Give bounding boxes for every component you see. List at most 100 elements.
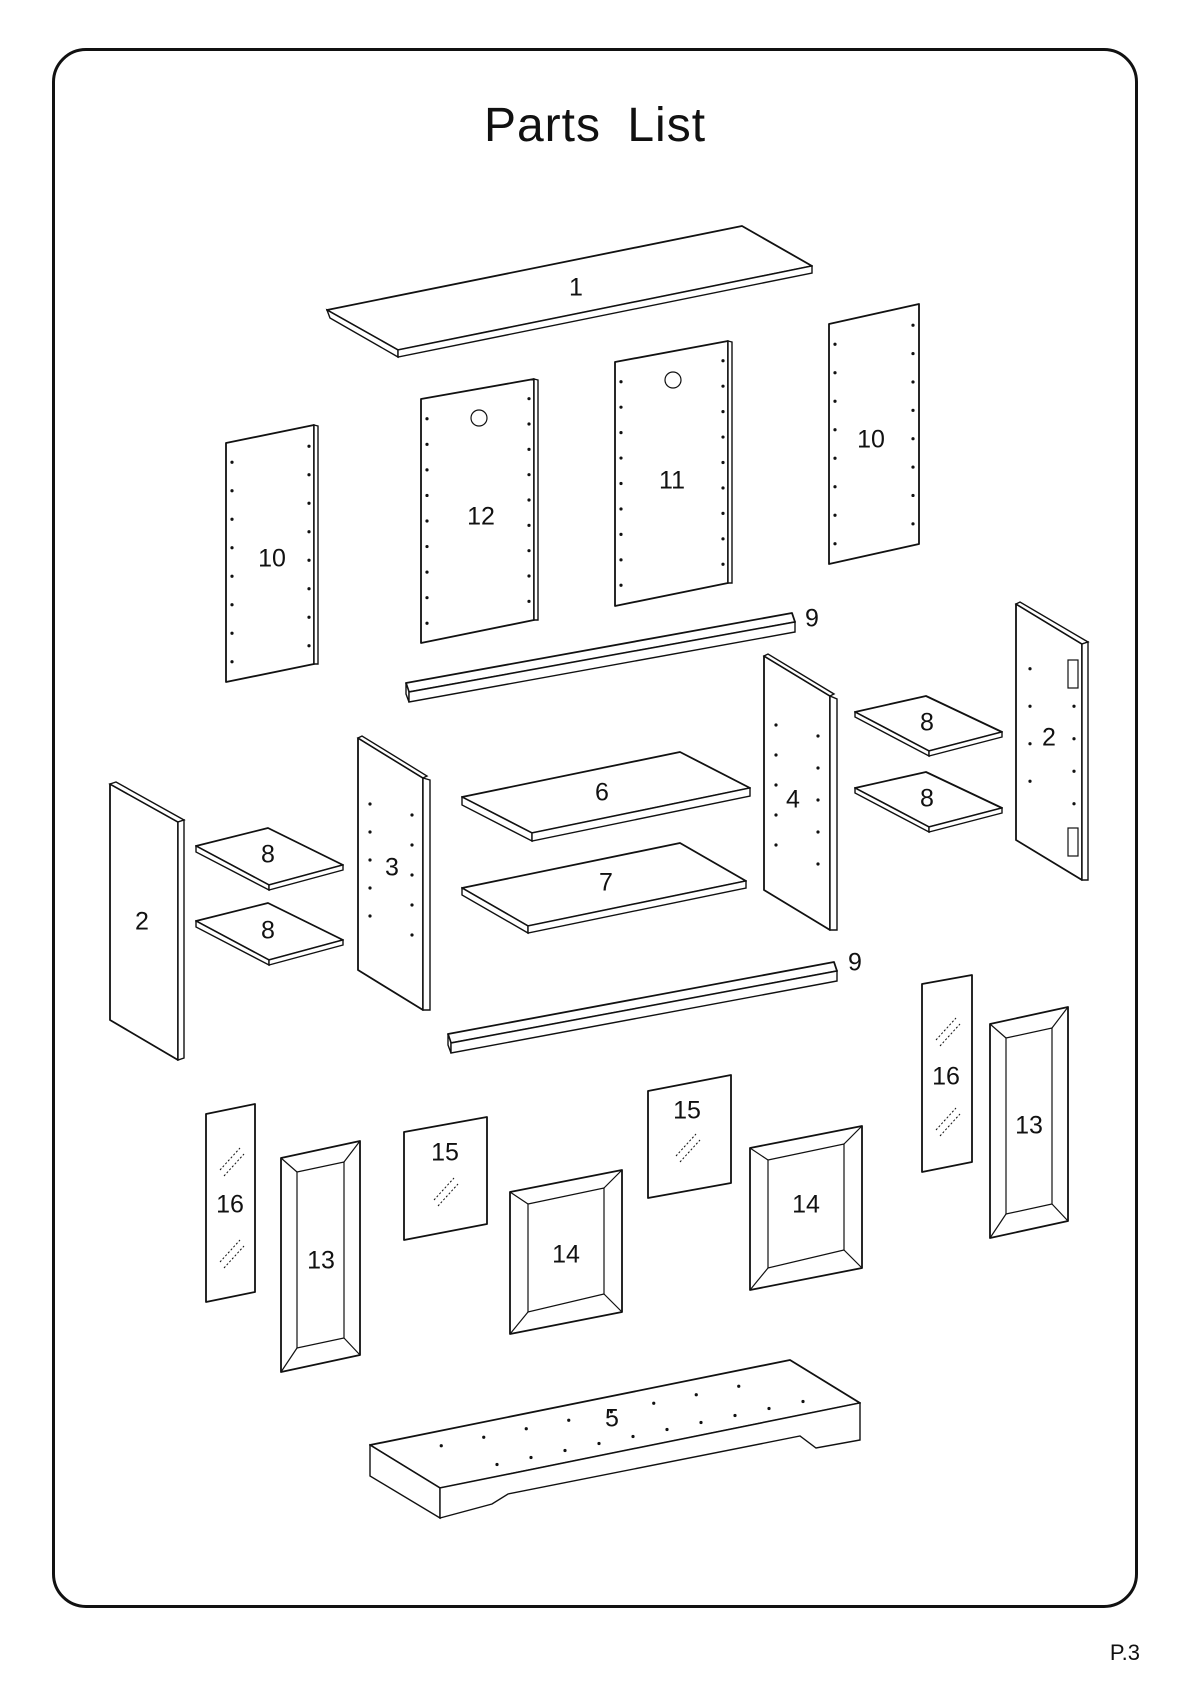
hole-dot (911, 465, 914, 468)
hole-dot (425, 468, 428, 471)
hole-dot (695, 1393, 698, 1396)
part-8-label-1: 8 (261, 841, 275, 869)
hole-dot (425, 494, 428, 497)
part-7-label: 7 (599, 869, 613, 897)
hole-dot (527, 549, 530, 552)
hole-dot (911, 409, 914, 412)
part-11-back-panel: 11 (615, 341, 732, 606)
hole-dot (721, 359, 724, 362)
hole-dot (721, 410, 724, 413)
hole-dot (1028, 705, 1031, 708)
part-10-side-back-panel-left: 10 (226, 425, 318, 682)
hole-dot (368, 914, 371, 917)
hole-dot (230, 603, 233, 606)
hole-dot (525, 1427, 528, 1430)
part-4-divider-panel: 4 (764, 654, 837, 930)
hole-dot (911, 437, 914, 440)
hole-dot (767, 1407, 770, 1410)
hole-dot (527, 448, 530, 451)
part-8-shelf-left-lower: 8 (196, 903, 343, 965)
hole-dot (816, 830, 819, 833)
hole-dot (619, 507, 622, 510)
hole-dot (911, 324, 914, 327)
hole-dot (230, 461, 233, 464)
hole-dot (911, 380, 914, 383)
part-6-label: 6 (595, 779, 609, 807)
hole-dot (410, 843, 413, 846)
hole-dot (368, 858, 371, 861)
page-number: P.3 (1110, 1640, 1140, 1666)
hole-dot (619, 406, 622, 409)
hole-dot (833, 485, 836, 488)
hole-dot (619, 456, 622, 459)
part-14-left-label: 14 (552, 1241, 580, 1269)
hole-dot (699, 1421, 702, 1424)
hole-dot (721, 435, 724, 438)
part-16-left-label: 16 (216, 1191, 244, 1219)
part-1-top-panel: 1 (327, 226, 812, 357)
hole-dot (665, 1428, 668, 1431)
hole-dot (495, 1463, 498, 1466)
hole-dot (774, 753, 777, 756)
part-15-left-label: 15 (431, 1139, 459, 1167)
part-13-right-label: 13 (1015, 1112, 1043, 1140)
hole-dot (816, 862, 819, 865)
part-10-right-label: 10 (857, 426, 885, 454)
hole-dot (721, 461, 724, 464)
part-2-right-label: 2 (1042, 724, 1056, 752)
part-13-door-frame-tall-right: 13 (990, 1007, 1068, 1238)
hole-dot (619, 584, 622, 587)
hole-dot (527, 498, 530, 501)
hole-dot (368, 886, 371, 889)
hole-dot (230, 660, 233, 663)
part-4-label: 4 (786, 786, 800, 814)
hole-dot (230, 518, 233, 521)
hole-dot (733, 1414, 736, 1417)
hole-dot (440, 1444, 443, 1447)
hole-dot (816, 734, 819, 737)
hole-dot (307, 530, 310, 533)
hole-dot (527, 524, 530, 527)
part-15-glass-pane-right: 15 (648, 1075, 731, 1198)
hole-dot (833, 514, 836, 517)
hole-dot (410, 813, 413, 816)
hole-dot (737, 1385, 740, 1388)
hole-dot (619, 380, 622, 383)
hole-dot (911, 494, 914, 497)
part-5-base: 5 (370, 1360, 860, 1518)
part-15-right-label: 15 (673, 1097, 701, 1125)
part-11-label: 11 (659, 467, 685, 495)
hole-dot (652, 1402, 655, 1405)
part-5-label: 5 (605, 1405, 619, 1433)
hole-dot (307, 644, 310, 647)
hole-dot (230, 575, 233, 578)
hole-dot (911, 352, 914, 355)
hole-dot (425, 443, 428, 446)
hole-dot (833, 400, 836, 403)
hole-dot (527, 397, 530, 400)
part-12-back-panel: 12 (421, 379, 538, 643)
hole-dot (529, 1456, 532, 1459)
hole-dot (1072, 737, 1075, 740)
hole-dot (368, 830, 371, 833)
hole-dot (721, 486, 724, 489)
part-14-right-label: 14 (792, 1191, 820, 1219)
hole-dot (833, 542, 836, 545)
hole-dot (1072, 770, 1075, 773)
hole-dot (307, 616, 310, 619)
hole-dot (425, 596, 428, 599)
part-10-left-label: 10 (258, 545, 286, 573)
hole-dot (368, 802, 371, 805)
part-2-left-label: 2 (135, 908, 149, 936)
hole-dot (410, 933, 413, 936)
part-9-lower-label: 9 (848, 949, 862, 977)
hole-dot (482, 1436, 485, 1439)
part-2-side-panel-left: 2 (110, 782, 184, 1060)
hole-dot (1072, 802, 1075, 805)
part-8-label-4: 8 (920, 785, 934, 813)
part-14-door-frame-short-left: 14 (510, 1170, 622, 1334)
hole-dot (527, 473, 530, 476)
part-12-label: 12 (467, 503, 495, 531)
hole-dot (816, 766, 819, 769)
